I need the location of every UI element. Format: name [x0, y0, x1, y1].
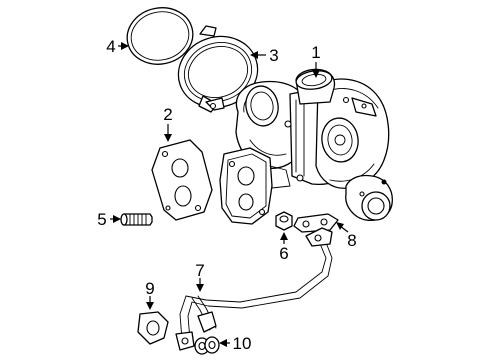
callout-7: 7 [195, 261, 204, 280]
callout-9: 9 [145, 279, 154, 298]
nut-icon [275, 211, 293, 231]
washer-icon [194, 336, 220, 355]
turbocharger-icon [235, 68, 393, 222]
callout-2: 2 [163, 105, 172, 124]
clamp-icon [177, 25, 259, 113]
callout-5: 5 [97, 210, 106, 229]
turbine-flange-icon [219, 147, 291, 225]
callout-4: 4 [106, 37, 115, 56]
gasket-plate-icon [151, 139, 213, 221]
oil-line-icon [175, 227, 333, 351]
callout-labels: 1 2 3 4 5 6 7 8 9 10 [97, 37, 356, 353]
callout-8: 8 [347, 231, 356, 250]
callout-1: 1 [311, 43, 320, 62]
callout-3: 3 [269, 46, 278, 65]
stud-bolt-icon [120, 213, 153, 226]
callout-10: 10 [233, 334, 252, 353]
gasket-icon [137, 311, 169, 345]
leader-lines [110, 42, 349, 347]
flange-gasket-icon [293, 213, 339, 233]
o-ring-icon [126, 7, 194, 65]
callout-6: 6 [279, 244, 288, 263]
